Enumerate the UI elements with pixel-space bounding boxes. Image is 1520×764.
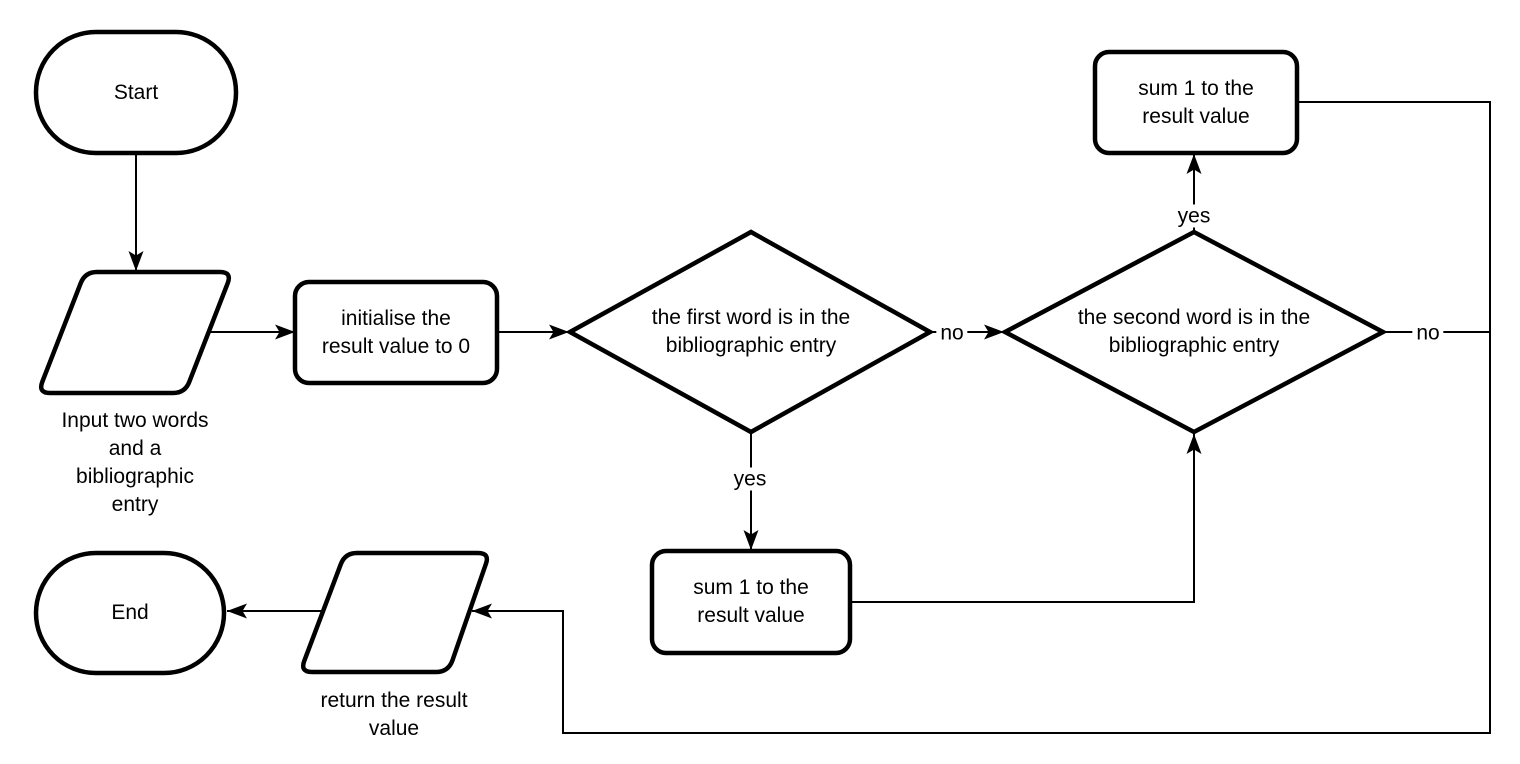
decision-second-word-shape — [1000, 229, 1388, 435]
label-line: End — [111, 601, 149, 624]
label-line: entry — [111, 493, 159, 516]
label-line: value — [368, 717, 420, 740]
terminator-start-label: Start — [36, 32, 236, 153]
terminator-start-shape — [33, 29, 239, 156]
edge-label-first-no: no — [936, 321, 968, 345]
edge-loopback-to-return — [472, 101, 1491, 734]
label-line: sum 1 to the — [693, 576, 809, 599]
terminator-end-label: End — [36, 553, 224, 673]
io-input-shape — [38, 269, 232, 396]
process-sum-after-second-shape — [1092, 49, 1300, 156]
io-input-caption: Input two words and a bibliographic entr… — [61, 407, 208, 519]
label-line: Start — [113, 80, 159, 104]
label-line: bibliographic entry — [1108, 334, 1280, 357]
process-initialise-label: initialise the result value to 0 — [295, 282, 497, 383]
process-sum-after-second-label: sum 1 to the result value — [1095, 52, 1297, 153]
edge-label-first-yes: yes — [729, 467, 771, 491]
edge-sum-to-second-decision — [850, 434, 1202, 603]
io-return-shape — [300, 550, 490, 675]
decision-first-word-label: the first word is in the bibliographic e… — [571, 282, 931, 382]
label-line: initialise the — [341, 306, 451, 330]
decision-second-word-label: the second word is in the bibliographic … — [1005, 282, 1383, 382]
label-line: bibliographic — [76, 465, 194, 488]
edge-label-second-yes: yes — [1173, 204, 1215, 228]
label-line: return the result — [320, 689, 468, 712]
terminator-end-shape — [33, 550, 227, 676]
label-line: bibliographic entry — [665, 334, 837, 357]
process-sum-after-first-shape — [649, 548, 853, 656]
edge-label-second-no: no — [1412, 321, 1444, 345]
label-line: sum 1 to the — [1138, 76, 1254, 100]
decision-first-word-shape — [565, 229, 935, 435]
label-line: result value — [697, 604, 805, 627]
label-line: result value — [1142, 104, 1250, 128]
label-line: the second word is in the — [1077, 306, 1311, 329]
process-sum-after-first-label: sum 1 to the result value — [652, 551, 850, 653]
label-line: result value to 0 — [321, 334, 471, 358]
label-line: and a — [108, 437, 162, 460]
io-return-caption: return the result value — [320, 687, 467, 743]
process-initialise-shape — [292, 279, 500, 386]
label-line: Input two words — [61, 409, 209, 432]
label-line: the first word is in the — [651, 306, 851, 329]
